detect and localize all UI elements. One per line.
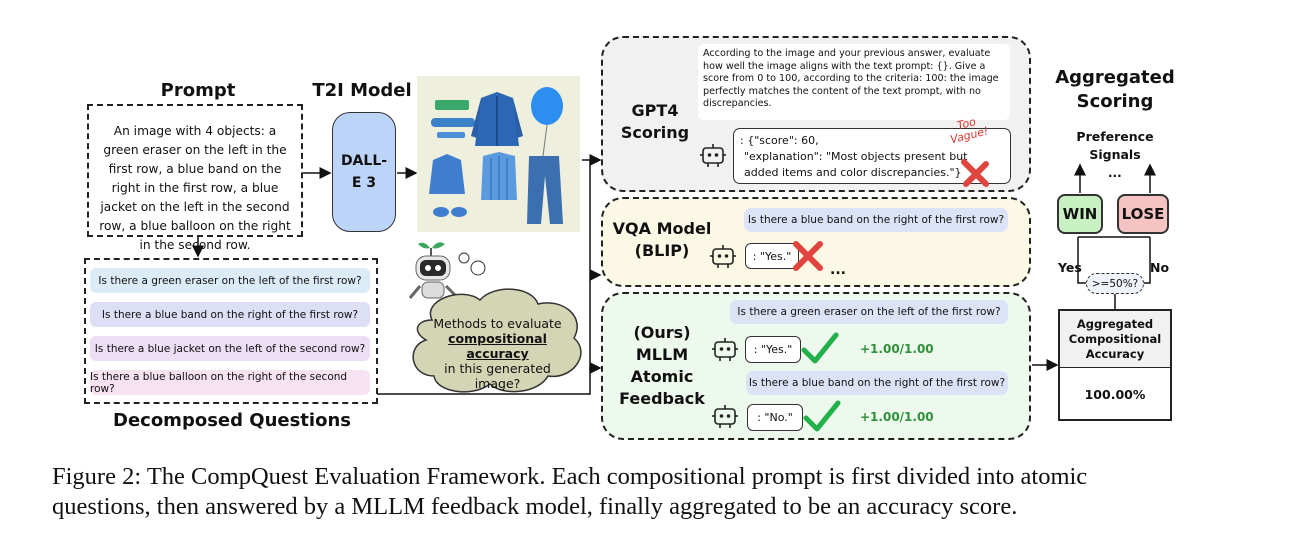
preference-signals-label: Preference Signals [1076,129,1154,162]
gpt4-response-line-1: : {"score": 60, [740,134,819,147]
accuracy-header: Aggregated Compositional Accuracy [1060,311,1170,368]
prompt-box: An image with 4 objects: a green eraser … [87,104,303,252]
robot-icon [408,242,486,299]
no-label: No [1150,260,1170,275]
bot-icon [712,338,738,361]
vqa-question: Is there a blue band on the right of the… [744,208,1008,232]
generated-image-art [429,87,563,224]
thought-text: Methods to evaluate compositional accura… [420,316,575,391]
bot-icon [710,245,736,268]
caption-line-2: questions, then answered by a MLLM feedb… [52,493,1018,520]
preference-ellipsis: ... [1108,166,1122,180]
generated-image [417,76,580,232]
check-icon [803,400,841,432]
win-box: WIN [1057,194,1103,234]
bot-icon [712,405,738,428]
decomposed-title: Decomposed Questions [113,410,351,431]
ours-question-1: Is there a green eraser on the left of t… [730,300,1008,324]
vqa-ellipsis: ... [830,262,846,278]
accuracy-table: Aggregated Compositional Accuracy 100.00… [1058,309,1172,421]
vqa-title: VQA Model (BLIP) [612,219,712,260]
questions-box [84,258,378,404]
lose-box: LOSE [1117,194,1169,234]
thought-cloud [412,288,582,393]
aggregated-title: Aggregated Scoring [1055,67,1175,112]
thought-line-3: in this generated image? [444,361,551,391]
question-2: Is there a blue band on the right of the… [90,302,370,327]
threshold-check: >=50%? [1086,273,1144,294]
ours-answer-1: : "Yes." [745,336,801,363]
t2i-title: T2I Model [312,80,412,101]
question-3: Is there a blue jacket on the left of th… [90,336,370,361]
accuracy-value: 100.00% [1084,386,1146,402]
caption-line-1: Figure 2: The CompQuest Evaluation Frame… [52,463,1088,490]
bot-icon [700,144,726,167]
prompt-text: An image with 4 objects: a green eraser … [99,124,291,252]
gpt4-prompt: According to the image and your previous… [698,44,1010,120]
model-name: DALL-E 3 [340,153,388,191]
gpt4-title: GPT4 Scoring [620,101,690,142]
ours-answer-2: : "No." [747,404,803,431]
question-1: Is there a green eraser on the left of t… [90,268,370,293]
ours-title: (Ours) MLLM Atomic Feedback [619,323,705,408]
cross-icon [961,159,989,187]
prompt-title: Prompt [160,80,236,101]
dall-e-model-box: DALL-E 3 [332,112,396,232]
ours-question-2: Is there a blue band on the right of the… [746,371,1008,395]
cross-icon [793,241,823,271]
vqa-answer: : "Yes." [745,243,799,269]
check-icon [801,332,839,364]
thought-line-2: compositional accuracy [448,331,547,361]
gpt4-response-line-2: "explanation": "Most objects present but… [744,150,968,179]
gpt4-response: : {"score": 60, "explanation": "Most obj… [733,128,1011,184]
ours-score-1: +1.00/1.00 [860,342,934,356]
ours-score-2: +1.00/1.00 [860,410,934,424]
question-4: Is there a blue balloon on the right of … [90,370,370,395]
yes-label: Yes [1058,260,1082,275]
thought-line-1: Methods to evaluate [433,316,562,331]
